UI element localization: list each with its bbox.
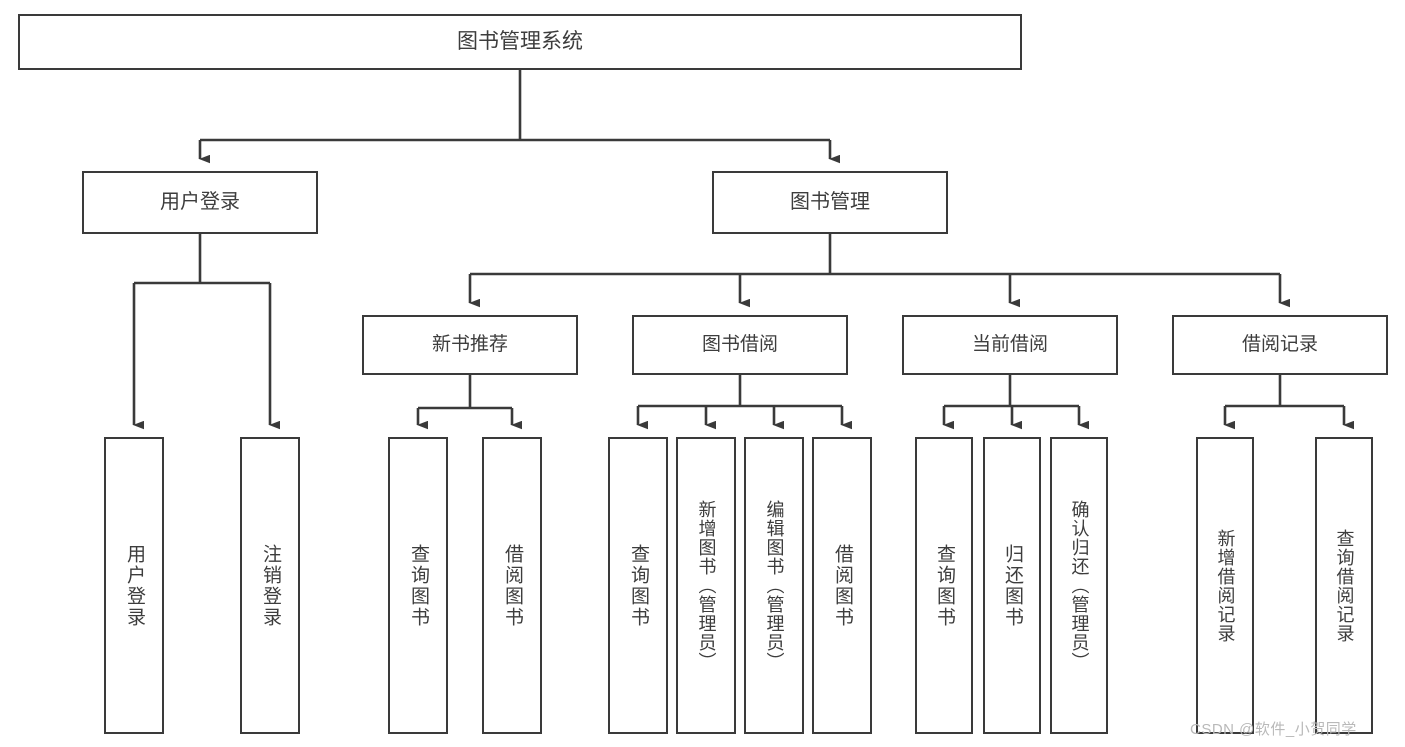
leaf-query-book-rec-label: 查询图书 <box>407 543 429 628</box>
leaf-user-logout-label: 注销登录 <box>259 543 281 628</box>
leaf-user-login[interactable]: 用户登录 <box>104 437 164 734</box>
leaf-return-book[interactable]: 归还图书 <box>983 437 1041 734</box>
node-new-book-rec[interactable]: 新书推荐 <box>362 315 578 375</box>
node-current-borrow-label: 当前借阅 <box>971 333 1048 355</box>
node-borrow-record-label: 借阅记录 <box>1241 333 1318 355</box>
leaf-edit-book-label: 编辑图书（管理员） <box>764 500 785 671</box>
leaf-borrow-book[interactable]: 借阅图书 <box>812 437 872 734</box>
node-borrow-record[interactable]: 借阅记录 <box>1172 315 1388 375</box>
leaf-query-book-current[interactable]: 查询图书 <box>915 437 973 734</box>
leaf-user-login-label: 用户登录 <box>123 543 145 628</box>
leaf-borrow-book-rec-label: 借阅图书 <box>501 543 523 628</box>
node-user-login-label: 用户登录 <box>160 190 240 213</box>
node-root[interactable]: 图书管理系统 <box>18 14 1022 70</box>
node-new-book-rec-label: 新书推荐 <box>431 333 508 355</box>
leaf-borrow-book-rec[interactable]: 借阅图书 <box>482 437 542 734</box>
leaf-user-logout[interactable]: 注销登录 <box>240 437 300 734</box>
node-book-manage-label: 图书管理 <box>790 190 870 213</box>
leaf-add-record[interactable]: 新增借阅记录 <box>1196 437 1254 734</box>
node-book-borrow[interactable]: 图书借阅 <box>632 315 848 375</box>
node-book-manage[interactable]: 图书管理 <box>712 171 948 234</box>
leaf-query-record-label: 查询借阅记录 <box>1334 528 1355 643</box>
leaf-confirm-return[interactable]: 确认归还（管理员） <box>1050 437 1108 734</box>
leaf-borrow-book-label: 借阅图书 <box>831 543 853 628</box>
leaf-query-book-rec[interactable]: 查询图书 <box>388 437 448 734</box>
node-current-borrow[interactable]: 当前借阅 <box>902 315 1118 375</box>
node-book-borrow-label: 图书借阅 <box>701 333 778 355</box>
leaf-edit-book[interactable]: 编辑图书（管理员） <box>744 437 804 734</box>
watermark: CSDN @软件_小贺同学 <box>1190 721 1357 738</box>
leaf-add-record-label: 新增借阅记录 <box>1215 528 1236 643</box>
leaf-query-record[interactable]: 查询借阅记录 <box>1315 437 1373 734</box>
leaf-return-book-label: 归还图书 <box>1001 543 1023 628</box>
leaf-query-book-borrow[interactable]: 查询图书 <box>608 437 668 734</box>
node-root-label: 图书管理系统 <box>457 29 583 53</box>
leaf-query-book-borrow-label: 查询图书 <box>627 543 649 628</box>
leaf-add-book[interactable]: 新增图书（管理员） <box>676 437 736 734</box>
leaf-query-book-current-label: 查询图书 <box>933 543 955 628</box>
leaf-confirm-return-label: 确认归还（管理员） <box>1069 500 1090 671</box>
node-user-login[interactable]: 用户登录 <box>82 171 318 234</box>
leaf-add-book-label: 新增图书（管理员） <box>696 500 717 671</box>
